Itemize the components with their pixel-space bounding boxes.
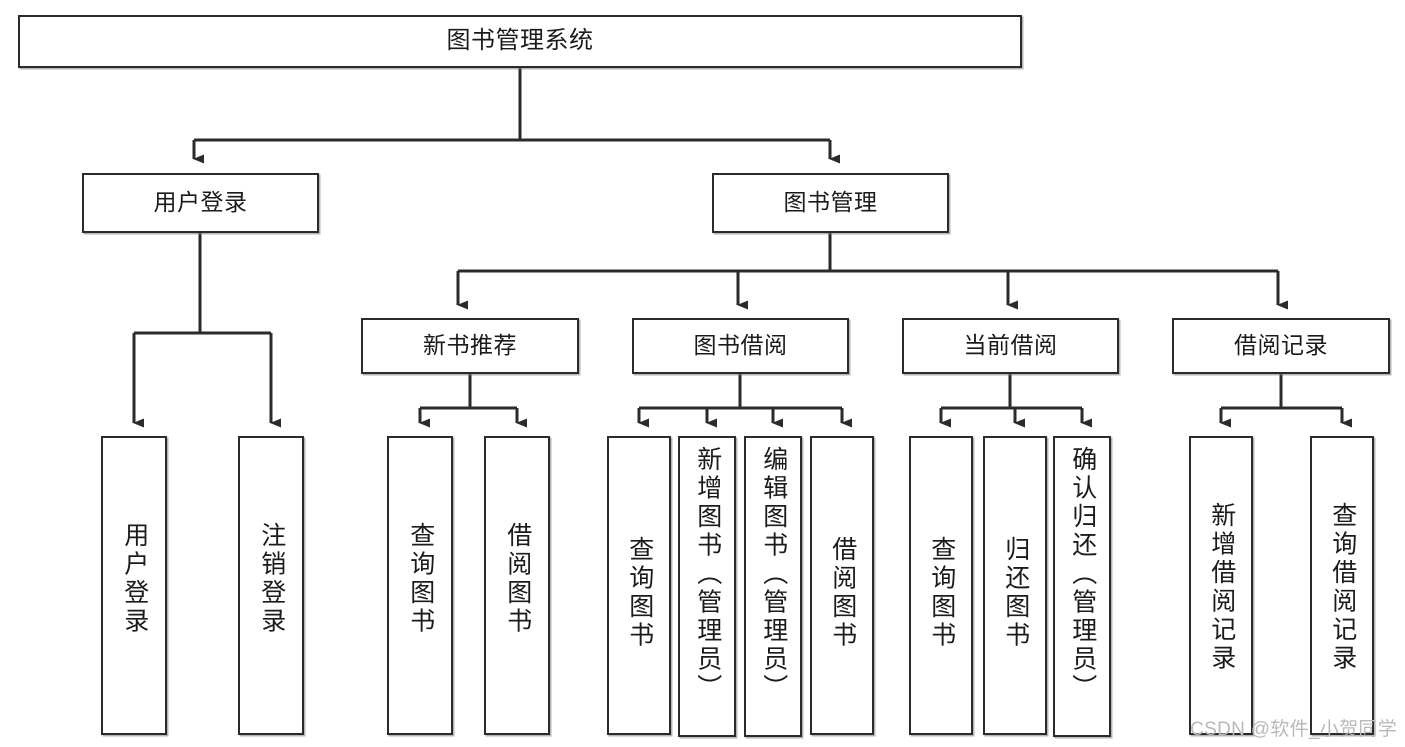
node-leaf-borrow-book-1[interactable]: 借阅图书 [484,436,550,735]
node-leaf-query-record[interactable]: 查询借阅记录 [1310,436,1374,735]
node-leaf-confirm-return[interactable]: 确认归还（管理员） [1053,436,1111,737]
node-leaf-add-book-label: 新增图书（管理员） [693,446,722,703]
node-leaf-query-book-1[interactable]: 查询图书 [387,436,453,735]
node-leaf-user-login[interactable]: 用户登录 [101,436,167,735]
node-new-book-recommend[interactable]: 新书推荐 [361,318,579,374]
node-leaf-return-book-label: 归还图书 [1001,536,1030,650]
node-leaf-return-book[interactable]: 归还图书 [983,436,1047,735]
node-leaf-query-record-label: 查询借阅记录 [1328,502,1357,673]
node-leaf-borrow-book-1-label: 借阅图书 [503,522,532,636]
node-borrow-record-label: 借阅记录 [1234,332,1328,359]
node-root-label: 图书管理系统 [446,27,594,55]
node-root[interactable]: 图书管理系统 [18,15,1022,68]
node-leaf-borrow-book-2-label: 借阅图书 [828,536,857,650]
node-leaf-add-record-label: 新增借阅记录 [1207,502,1236,673]
node-leaf-confirm-return-label: 确认归还（管理员） [1068,446,1097,703]
watermark-label: CSDN @软件_小贺同学 [1190,719,1397,740]
node-leaf-edit-book-label: 编辑图书（管理员） [759,446,788,703]
node-leaf-logout-label: 注销登录 [257,522,286,636]
node-new-book-recommend-label: 新书推荐 [423,332,517,359]
node-book-manage-label: 图书管理 [783,189,878,216]
node-leaf-edit-book[interactable]: 编辑图书（管理员） [744,436,802,737]
node-book-borrow[interactable]: 图书借阅 [632,318,849,374]
node-leaf-query-book-1-label: 查询图书 [406,522,435,636]
node-leaf-user-login-label: 用户登录 [120,522,149,636]
node-leaf-query-book-2[interactable]: 查询图书 [607,436,671,735]
node-user-login[interactable]: 用户登录 [82,173,319,233]
node-current-borrow[interactable]: 当前借阅 [902,318,1119,374]
node-leaf-add-record[interactable]: 新增借阅记录 [1189,436,1253,735]
node-current-borrow-label: 当前借阅 [963,332,1058,359]
node-leaf-query-book-3-label: 查询图书 [927,536,956,650]
node-borrow-record[interactable]: 借阅记录 [1172,318,1390,374]
node-leaf-add-book[interactable]: 新增图书（管理员） [678,436,736,737]
node-book-borrow-label: 图书借阅 [693,332,788,359]
node-book-manage[interactable]: 图书管理 [712,173,949,233]
node-leaf-query-book-3[interactable]: 查询图书 [909,436,973,735]
node-user-login-label: 用户登录 [153,189,248,216]
node-leaf-query-book-2-label: 查询图书 [625,536,654,650]
node-leaf-logout[interactable]: 注销登录 [238,436,304,735]
node-leaf-borrow-book-2[interactable]: 借阅图书 [810,436,874,735]
